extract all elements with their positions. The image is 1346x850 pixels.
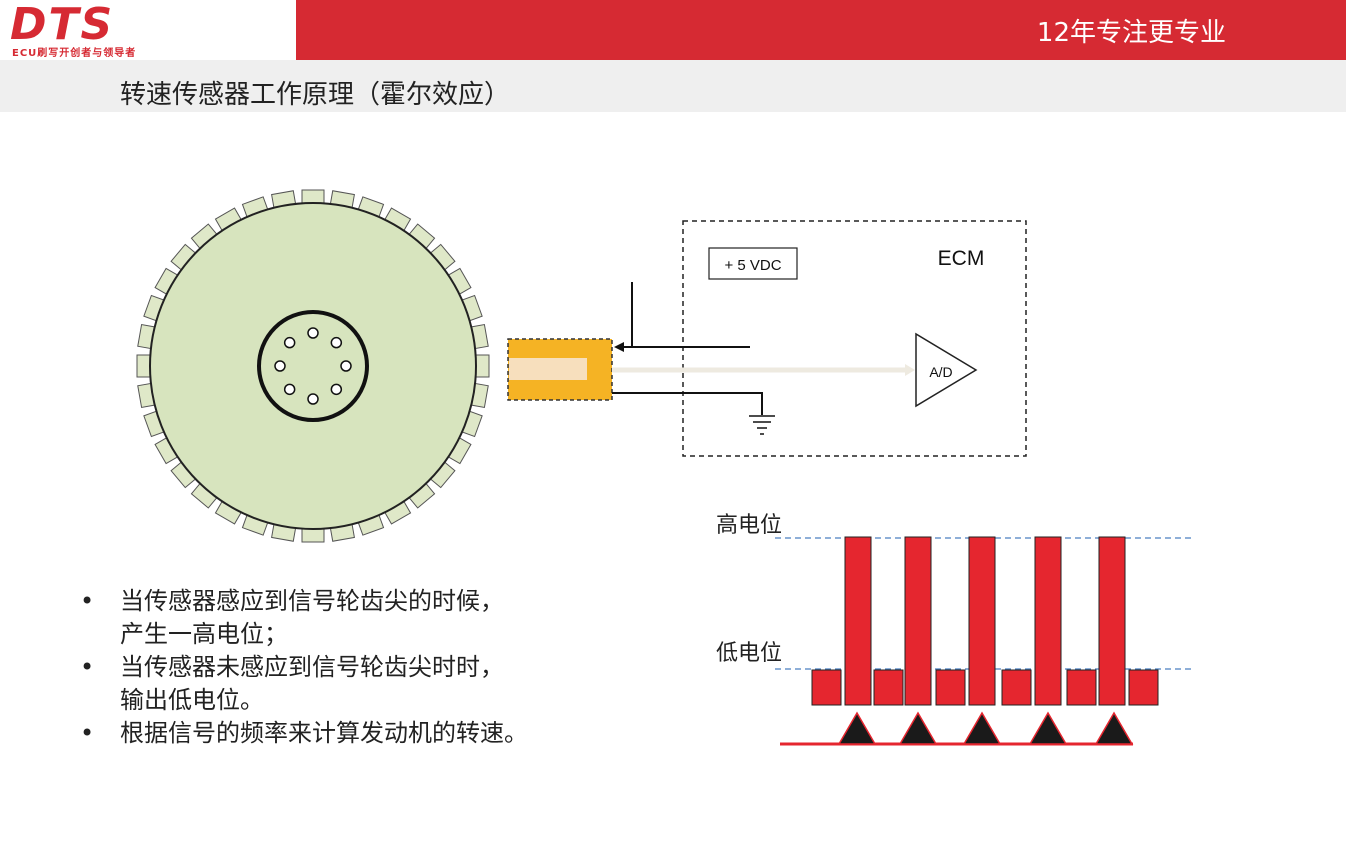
bullet-dot: • bbox=[80, 653, 95, 681]
ground-wire bbox=[612, 392, 763, 415]
hub-bolt-holes bbox=[274, 327, 352, 405]
low-pulse bbox=[811, 669, 842, 706]
bullet-line: 根据信号的频率来计算发动机的转速。 bbox=[120, 719, 528, 747]
bullet-dot: • bbox=[80, 587, 95, 615]
low-pulse bbox=[1001, 669, 1032, 706]
high-pulse bbox=[904, 536, 932, 706]
signal-arrow-icon bbox=[905, 364, 915, 376]
high-pulse bbox=[844, 536, 872, 706]
trigger-tooth bbox=[1028, 711, 1068, 745]
high-pulse bbox=[968, 536, 996, 706]
bullet-line: 输出低电位。 bbox=[120, 686, 264, 714]
ground-icon bbox=[749, 415, 775, 435]
title-bar bbox=[0, 60, 1346, 112]
bullet-line: 当传感器感应到信号轮齿尖的时候， bbox=[120, 587, 504, 615]
bullet-dot: • bbox=[80, 719, 95, 747]
bolt-hole bbox=[340, 360, 352, 372]
trigger-tooth bbox=[898, 711, 938, 745]
low-pulse bbox=[1128, 669, 1159, 706]
logo: DTS ECU刷写开创者与领导者 bbox=[0, 0, 296, 60]
bolt-hole bbox=[274, 360, 286, 372]
trigger-teeth bbox=[837, 711, 1134, 745]
low-pulse bbox=[935, 669, 966, 706]
ecm-box bbox=[682, 220, 1027, 457]
ad-label: A/D bbox=[929, 364, 952, 380]
bullet-item: • 根据信号的频率来计算发动机的转速。 bbox=[80, 717, 640, 750]
header-bar: 12年专注更专业 bbox=[296, 0, 1346, 60]
bullet-line: 产生一高电位； bbox=[120, 620, 288, 648]
trigger-tooth bbox=[1094, 711, 1134, 745]
logo-subtitle: ECU刷写开创者与领导者 bbox=[12, 48, 137, 59]
high-level-label: 高电位 bbox=[716, 513, 783, 538]
trigger-tooth bbox=[837, 711, 877, 745]
low-pulse bbox=[873, 669, 904, 706]
bullet-line: 当传感器未感应到信号轮齿尖时时， bbox=[120, 653, 504, 681]
ad-converter bbox=[915, 332, 978, 408]
bolt-hole bbox=[330, 336, 343, 349]
header: DTS ECU刷写开创者与领导者 12年专注更专业 bbox=[0, 0, 1346, 60]
signal-wheel bbox=[149, 202, 477, 530]
wheel-hub bbox=[257, 310, 369, 422]
bolt-hole bbox=[283, 383, 296, 396]
bolt-hole bbox=[330, 383, 343, 396]
trigger-tooth bbox=[962, 711, 1002, 745]
low-level-label: 低电位 bbox=[716, 641, 783, 666]
slogan: 12年专注更专业 bbox=[1036, 18, 1226, 48]
bullet-item: • 当传感器未感应到信号轮齿尖时时， 输出低电位。 bbox=[80, 651, 640, 717]
supply-label: + 5 VDC bbox=[724, 257, 781, 274]
supply-arrow-icon bbox=[614, 342, 624, 352]
bolt-hole bbox=[307, 393, 319, 405]
high-pulse bbox=[1034, 536, 1062, 706]
bullet-list: • 当传感器感应到信号轮齿尖的时候， 产生一高电位； • 当传感器未感应到信号轮… bbox=[80, 585, 640, 750]
high-pulse bbox=[1098, 536, 1126, 706]
logo-text: DTS bbox=[10, 0, 115, 50]
sensor-core bbox=[509, 358, 587, 380]
low-pulse bbox=[1066, 669, 1097, 706]
bolt-hole bbox=[283, 336, 296, 349]
bolt-hole bbox=[307, 327, 319, 339]
bullet-item: • 当传感器感应到信号轮齿尖的时候， 产生一高电位； bbox=[80, 585, 640, 651]
signal-waveform bbox=[811, 536, 1159, 706]
page-title: 转速传感器工作原理（霍尔效应） bbox=[120, 80, 511, 110]
supply-box bbox=[708, 247, 798, 280]
ecm-label: ECM bbox=[938, 247, 985, 270]
